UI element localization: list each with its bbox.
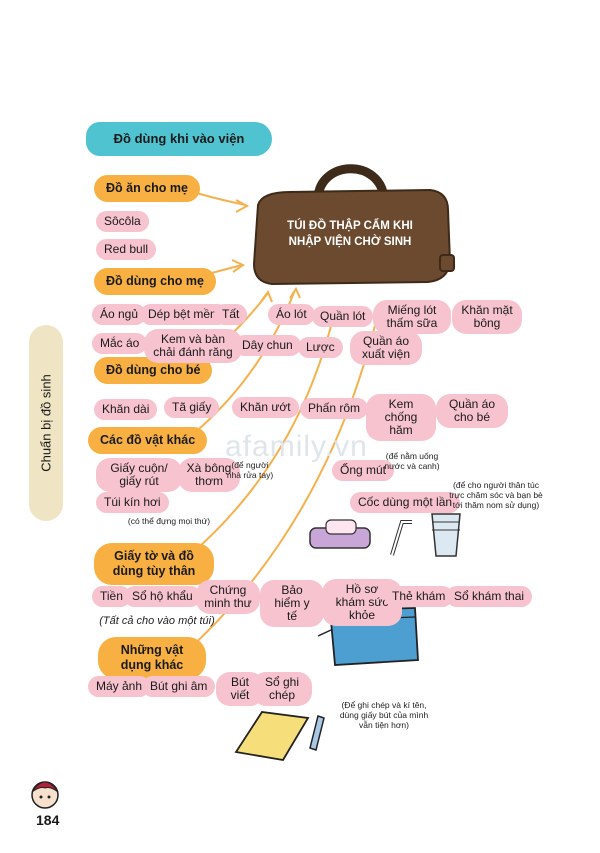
- category-other: Các đồ vật khác: [88, 427, 208, 454]
- item-socola: Sôcôla: [96, 211, 149, 232]
- item-quan-lot: Quần lót: [312, 306, 374, 327]
- item-giay-cuon: Giấy cuộn/ giấy rút: [96, 458, 182, 492]
- side-label-text: Chuẩn bị đồ sinh: [38, 374, 54, 472]
- item-xa-bong: Xà bông thơm: [178, 458, 240, 492]
- pen-icon: [309, 715, 325, 751]
- item-cmt: Chứng minh thư: [196, 580, 260, 614]
- page-title: Đồ dùng khi vào viện: [86, 122, 272, 156]
- item-khan-uot: Khăn ướt: [232, 397, 299, 418]
- item-tat: Tất: [214, 304, 248, 325]
- item-phan-rom: Phấn rôm: [300, 398, 369, 419]
- item-dep: Dép bệt mềm: [140, 304, 229, 325]
- item-quan-ao-xuat-vien: Quần áo xuất viện: [350, 331, 422, 365]
- notebook-icon: [234, 711, 310, 761]
- note-ong-mut: (để nằm uống nước và canh): [384, 451, 440, 471]
- note-papers: (Tất cả cho vào một túi): [99, 615, 215, 627]
- item-kem-chong-ham: Kem chống hăm: [366, 394, 436, 441]
- side-label: Chuẩn bị đồ sinh: [29, 325, 63, 521]
- straw-icon: [390, 520, 412, 556]
- watermark: afamily.vn: [225, 430, 368, 463]
- item-so-ghi-chep: Sổ ghi chép: [252, 672, 312, 706]
- item-so-ho-khau: Sổ hộ khẩu: [124, 586, 201, 607]
- item-ao-ngu: Áo ngủ: [92, 304, 147, 325]
- item-mac-ao: Mắc áo: [92, 333, 148, 354]
- item-tien: Tiền: [92, 586, 131, 607]
- item-tui-kin-hoi: Túi kín hơi: [96, 492, 169, 513]
- note-misc: (Để ghi chép và kí tên, dùng giấy bút củ…: [339, 700, 429, 730]
- item-the-kham: Thẻ khám: [384, 586, 454, 607]
- note-xa-bong: (để người nhà rửa tay): [226, 460, 274, 480]
- cup-icon: [431, 513, 461, 557]
- item-ta-giay: Tã giấy: [164, 397, 220, 418]
- item-may-anh: Máy ảnh: [88, 676, 151, 697]
- item-khan-mat: Khăn mặt bông: [452, 300, 522, 334]
- bag-handle: [313, 164, 389, 199]
- category-food: Đồ ăn cho mẹ: [94, 175, 200, 202]
- category-mom: Đồ dùng cho mẹ: [94, 268, 216, 295]
- note-tui-kin-hoi: (có thể đựng mọi thứ): [127, 516, 211, 526]
- item-bhyt: Bảo hiểm y tế: [260, 580, 324, 627]
- item-kem-chai: Kem và bàn chải đánh răng: [144, 329, 242, 363]
- item-coc: Cốc dùng một lần: [350, 492, 461, 513]
- item-but-ghi-am: Bút ghi âm: [142, 676, 216, 697]
- item-redbull: Red bull: [96, 239, 157, 260]
- bag-label: TÚI ĐỒ THẬP CẨM KHI NHẬP VIỆN CHỜ SINH: [287, 220, 413, 248]
- item-ao-lot: Áo lót: [268, 304, 315, 325]
- item-mieng-lot: Miếng lót thấm sữa: [373, 300, 451, 334]
- item-day-chun: Dây chun: [234, 335, 301, 356]
- bag-wheel-icon: [439, 254, 455, 272]
- item-quan-ao-be: Quần áo cho bé: [436, 394, 508, 428]
- item-ong-mut: Ống mút: [332, 460, 395, 481]
- page-number: 184: [36, 812, 60, 828]
- category-misc: Những vật dụng khác: [98, 637, 206, 679]
- category-papers: Giấy tờ và đồ dùng tùy thân: [94, 543, 214, 585]
- item-luoc: Lược: [298, 337, 343, 358]
- note-coc: (để cho người thân túc trực chăm sóc và …: [449, 480, 543, 510]
- item-khan-dai: Khăn dài: [94, 399, 158, 420]
- item-so-kham-thai: Sổ khám thai: [446, 586, 533, 607]
